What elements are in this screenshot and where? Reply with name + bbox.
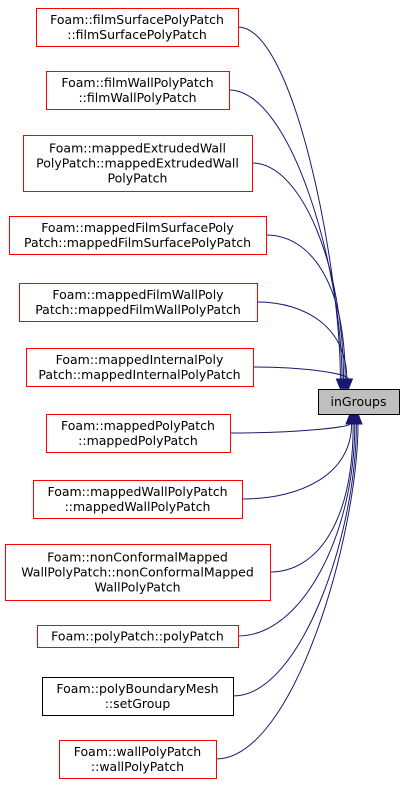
caller-node-8[interactable]: Foam::nonConformalMappedWallPolyPatch::n… xyxy=(5,544,271,601)
target-node[interactable]: inGroups xyxy=(318,389,400,415)
caller-node-6-box xyxy=(46,414,231,453)
nodes-layer: Foam::filmSurfacePolyPatch::filmSurfaceP… xyxy=(5,8,400,779)
caller-node-6[interactable]: Foam::mappedPolyPatch::mappedPolyPatch xyxy=(46,414,231,453)
caller-node-2-label-line: PolyPatch xyxy=(108,170,168,185)
caller-node-6-label-line: Foam::mappedPolyPatch xyxy=(61,418,215,433)
caller-node-5-box xyxy=(26,348,254,387)
edge-7 xyxy=(241,423,353,500)
caller-node-9[interactable]: Foam::polyPatch::polyPatch xyxy=(37,625,239,648)
caller-node-0-label-line: ::filmSurfacePolyPatch xyxy=(67,27,207,42)
caller-node-4-label-line: Patch::mappedFilmWallPolyPatch xyxy=(35,302,241,317)
caller-node-5-label-line: Patch::mappedInternalPolyPatch xyxy=(38,367,240,382)
caller-node-11-label-line: ::wallPolyPatch xyxy=(91,759,184,774)
edge-4 xyxy=(256,301,348,380)
edge-6 xyxy=(229,423,351,434)
caller-node-6-label-line: ::mappedPolyPatch xyxy=(78,433,198,448)
caller-node-10-box xyxy=(42,677,234,716)
caller-node-0[interactable]: Foam::filmSurfacePolyPatch::filmSurfaceP… xyxy=(36,8,239,47)
target-node-label: inGroups xyxy=(331,394,387,409)
edge-1 xyxy=(228,89,343,380)
edge-9 xyxy=(237,423,356,637)
caller-node-8-box xyxy=(5,544,271,601)
edge-0 xyxy=(237,26,341,380)
caller-node-8-label-line: WallPolyPatch xyxy=(94,579,180,594)
caller-node-10-label-line: Foam::polyBoundaryMesh xyxy=(56,681,218,696)
caller-node-2-label-line: PolyPatch::mappedExtrudedWall xyxy=(36,155,239,170)
caller-node-11-box xyxy=(59,740,217,779)
caller-node-7[interactable]: Foam::mappedWallPolyPatch::mappedWallPol… xyxy=(33,480,243,519)
caller-node-3-label-line: Foam::mappedFilmSurfacePoly xyxy=(41,220,234,235)
caller-node-7-box xyxy=(33,480,243,519)
edge-8 xyxy=(269,423,354,573)
caller-node-11[interactable]: Foam::wallPolyPatch::wallPolyPatch xyxy=(59,740,217,779)
edge-10 xyxy=(232,423,357,697)
caller-node-0-label-line: Foam::filmSurfacePolyPatch xyxy=(50,12,224,27)
caller-node-10[interactable]: Foam::polyBoundaryMesh::setGroup xyxy=(42,677,234,716)
edge-arrowhead-11 xyxy=(353,412,363,425)
edge-2 xyxy=(251,162,345,380)
caller-node-4-box xyxy=(19,283,258,322)
caller-node-7-label-line: ::mappedWallPolyPatch xyxy=(65,499,211,514)
caller-node-2-box xyxy=(23,135,253,192)
caller-node-3-label-line: Patch::mappedFilmSurfacePolyPatch xyxy=(24,235,251,250)
edge-3 xyxy=(265,234,346,380)
caller-node-2[interactable]: Foam::mappedExtrudedWallPolyPatch::mappe… xyxy=(23,135,253,192)
caller-node-9-box xyxy=(37,625,239,648)
caller-node-2-label-line: Foam::mappedExtrudedWall xyxy=(49,140,226,155)
caller-node-8-label-line: WallPolyPatch::nonConformalMapped xyxy=(21,564,254,579)
caller-node-4[interactable]: Foam::mappedFilmWallPolyPatch::mappedFil… xyxy=(19,283,258,322)
caller-node-1-box xyxy=(46,71,230,110)
caller-node-4-label-line: Foam::mappedFilmWallPoly xyxy=(52,287,224,302)
caller-node-1-label-line: ::filmWallPolyPatch xyxy=(78,90,196,105)
caller-node-8-label-line: Foam::nonConformalMapped xyxy=(47,549,228,564)
caller-node-9-label-line: Foam::polyPatch::polyPatch xyxy=(51,628,224,643)
caller-node-0-box xyxy=(36,8,239,47)
caller-node-11-label-line: Foam::wallPolyPatch xyxy=(74,744,201,759)
caller-node-5[interactable]: Foam::mappedInternalPolyPatch::mappedInt… xyxy=(26,348,254,387)
caller-node-1[interactable]: Foam::filmWallPolyPatch::filmWallPolyPat… xyxy=(46,71,230,110)
edge-11 xyxy=(215,423,359,760)
edge-5 xyxy=(252,366,349,380)
caller-node-5-label-line: Foam::mappedInternalPoly xyxy=(56,352,224,367)
edges-layer xyxy=(215,26,363,760)
caller-node-3[interactable]: Foam::mappedFilmSurfacePolyPatch::mapped… xyxy=(9,216,267,255)
caller-node-1-label-line: Foam::filmWallPolyPatch xyxy=(61,75,213,90)
edge-arrowhead-5 xyxy=(343,378,354,391)
caller-node-3-box xyxy=(9,216,267,255)
target-node-box xyxy=(318,389,400,415)
caller-node-7-label-line: Foam::mappedWallPolyPatch xyxy=(47,484,227,499)
caller-node-10-label-line: ::setGroup xyxy=(105,696,171,711)
